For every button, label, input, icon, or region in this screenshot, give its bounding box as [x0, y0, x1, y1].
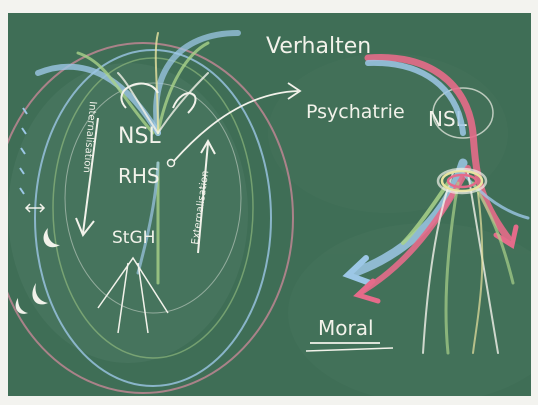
verhalten-label: Verhalten [266, 34, 371, 59]
rhs-label: RHS [118, 164, 160, 188]
psychatrie-label: Psychatrie [306, 101, 405, 123]
moral-label: Moral [318, 316, 374, 340]
stgh-label: StGH [112, 228, 155, 248]
chalk-drawing: Internalisation Externalisation NSL RHS … [8, 13, 531, 396]
chalkboard: Internalisation Externalisation NSL RHS … [8, 13, 531, 396]
nsl-left-label: NSL [118, 124, 161, 149]
